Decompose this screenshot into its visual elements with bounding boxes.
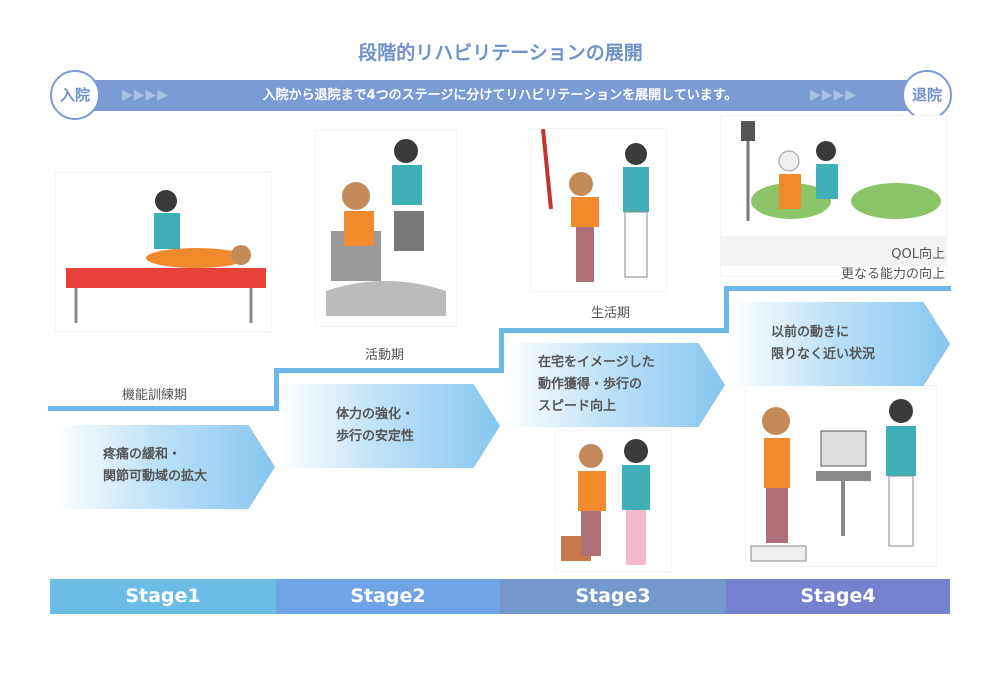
illustration-bed-exercise — [55, 172, 272, 332]
goal-text-stage3: 在宅をイメージした 動作獲得・歩行の スピード向上 — [538, 352, 655, 418]
goal-line: 関節可動域の拡大 — [103, 469, 208, 484]
goal-line: 動作獲得・歩行の — [538, 377, 643, 392]
step-riser-3 — [724, 286, 729, 333]
goal-line: 限りなく近い状況 — [771, 347, 876, 362]
goal-line: 以前の動きに — [771, 325, 850, 340]
goal-arrow-stage1 — [55, 425, 275, 509]
goal-line: 在宅をイメージした — [538, 355, 655, 370]
goal-arrow-stage2 — [280, 384, 500, 468]
stage-4: Stage4 — [726, 579, 950, 614]
period-label-activity: 活動期 — [365, 348, 405, 363]
step-riser-1 — [274, 368, 279, 411]
illustration-standing-training — [530, 128, 667, 292]
goal-line: スピード向上 — [538, 399, 617, 414]
goal-line: 体力の強化・ — [336, 407, 415, 422]
qol-line-2: 更なる能力の向上 — [840, 267, 945, 282]
qol-label: QOL向上 更なる能力の向上 — [841, 245, 945, 285]
step-line-1 — [48, 406, 279, 411]
stage-2: Stage2 — [276, 579, 500, 614]
goal-text-stage1: 疼痛の緩和・ 関節可動域の拡大 — [103, 444, 207, 488]
timeline-banner — [75, 80, 926, 111]
qol-line-1: QOL向上 — [891, 247, 945, 262]
goal-line: 疼痛の緩和・ — [103, 447, 182, 462]
illustration-gait-analysis — [745, 385, 937, 567]
stage-3: Stage3 — [500, 579, 726, 614]
goal-text-stage4: 以前の動きに 限りなく近い状況 — [771, 322, 875, 366]
discharge-badge: 退院 — [902, 70, 952, 120]
stage-1: Stage1 — [50, 579, 276, 614]
chevrons-right: ▶▶▶▶ — [810, 87, 858, 103]
banner-text: 入院から退院まで4つのステージに分けてリハビリテーションを展開しています。 — [262, 88, 738, 103]
period-label-life: 生活期 — [591, 306, 631, 321]
goal-arrow-stage4 — [730, 302, 950, 386]
illustration-step-training — [555, 430, 672, 572]
chevrons-left: ▶▶▶▶ — [122, 87, 170, 103]
period-label-functional: 機能訓練期 — [122, 388, 188, 403]
step-riser-2 — [499, 328, 504, 373]
illustration-exercise-bike — [315, 130, 457, 327]
step-line-2 — [274, 368, 504, 373]
goal-text-stage2: 体力の強化・ 歩行の安定性 — [336, 404, 414, 448]
goal-arrow-stage3 — [505, 343, 725, 427]
step-line-3 — [499, 328, 729, 333]
goal-line: 歩行の安定性 — [336, 429, 415, 444]
step-line-4 — [724, 286, 951, 291]
illustration-outdoor-walking — [720, 115, 947, 277]
page-title: 段階的リハビリテーションの展開 — [358, 42, 643, 64]
admission-badge: 入院 — [50, 70, 100, 120]
